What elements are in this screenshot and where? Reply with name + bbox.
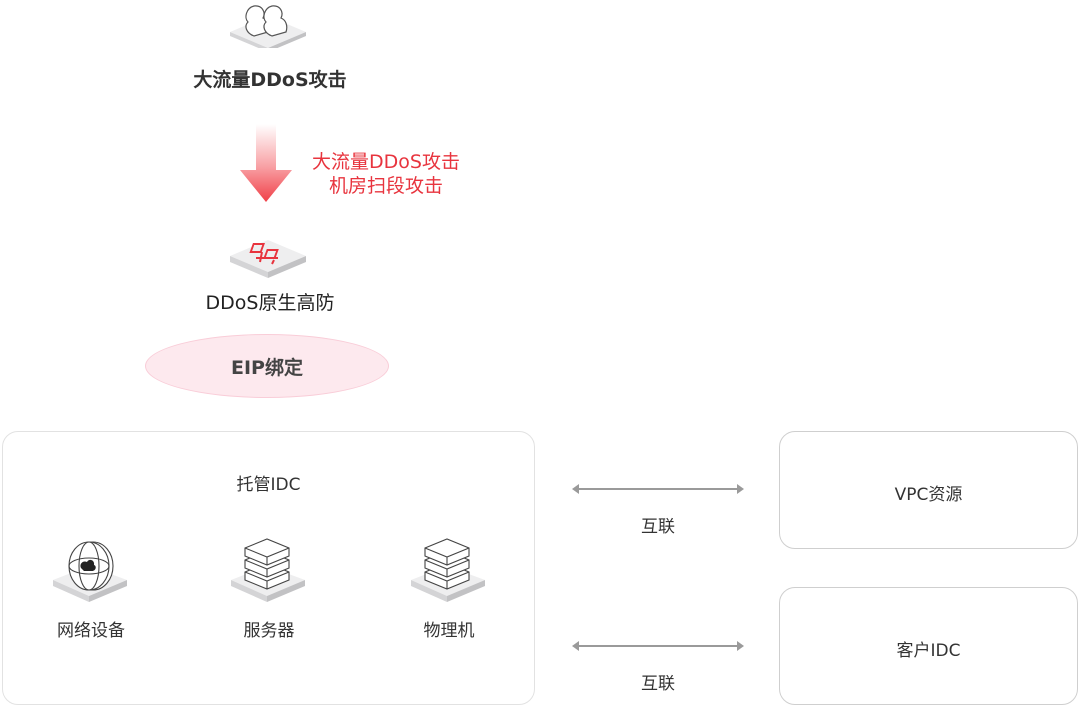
eip-binding-node: EIP绑定 — [145, 334, 389, 398]
attack-line-2: 机房扫段攻击 — [328, 175, 443, 197]
attacker-label: 大流量DDoS攻击 — [193, 69, 347, 91]
hosted-idc-box: 托管IDC 网络设备 服务器 — [2, 431, 535, 705]
item-label-network-device: 网络设备 — [57, 621, 125, 641]
server-stack-icon — [231, 538, 305, 602]
item-label-physical-machine: 物理机 — [423, 621, 475, 641]
eip-binding-label: EIP绑定 — [231, 356, 303, 379]
customer-idc-label: 客户IDC — [896, 641, 961, 661]
globe-cloud-icon — [53, 541, 127, 602]
arrow-down-icon — [240, 124, 292, 202]
server-stack-icon — [411, 538, 485, 602]
link-label-customer-idc: 互联 — [641, 674, 675, 694]
item-label-server: 服务器 — [243, 621, 295, 641]
attack-description: 大流量DDoS攻击 机房扫段攻击 — [296, 150, 476, 198]
double-arrow-icon — [572, 484, 744, 494]
network-topology-icon — [230, 240, 306, 278]
customer-idc-box: 客户IDC — [779, 587, 1078, 705]
double-arrow-icon — [572, 641, 744, 651]
vpc-resource-box: VPC资源 — [779, 431, 1078, 549]
hosted-idc-title: 托管IDC — [236, 475, 301, 495]
users-icon — [230, 5, 306, 48]
protection-label: DDoS原生高防 — [205, 292, 335, 314]
attack-line-1: 大流量DDoS攻击 — [312, 151, 460, 173]
link-label-vpc: 互联 — [641, 517, 675, 537]
vpc-resource-label: VPC资源 — [894, 485, 963, 505]
